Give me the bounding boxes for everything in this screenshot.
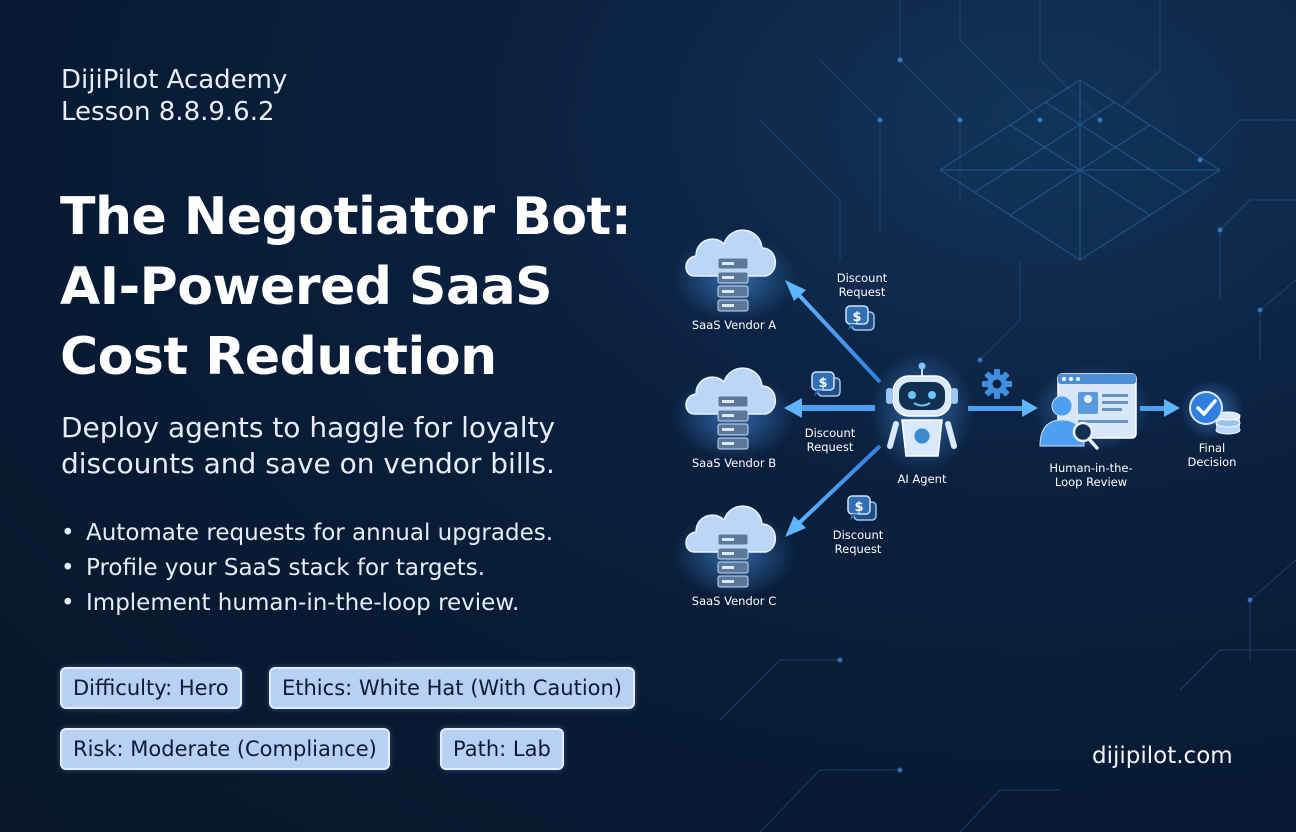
final-label-line-1: Final (1199, 441, 1226, 455)
review-node: Human-in-the- Loop Review (1032, 364, 1152, 489)
title-line-1: The Negotiator Bot: (60, 187, 632, 247)
vendor-a-node: SaaS Vendor A (671, 229, 797, 332)
vendor-c-label: SaaS Vendor C (692, 594, 776, 608)
page-title: The Negotiator Bot: AI-Powered SaaS Cost… (60, 182, 700, 392)
review-window-icon (1057, 373, 1137, 439)
academy-header: DijiPilot Academy Lesson 8.8.9.6.2 (61, 64, 287, 128)
review-label-line-2: Loop Review (1055, 475, 1127, 489)
svg-text:$: $ (852, 310, 861, 325)
arrow-to-vendor-b (784, 398, 875, 418)
subtitle-line-2: discounts and save on vendor bills. (61, 447, 555, 480)
arrow-to-decision (1140, 399, 1180, 417)
website-url: dijipilot.com (1092, 743, 1233, 769)
dollar-chat-icon: $ (811, 371, 841, 397)
arrow-to-vendor-c (785, 444, 882, 537)
vendor-b-node: SaaS Vendor B (671, 367, 797, 470)
bullet-item: Implement human-in-the-loop review. (61, 586, 553, 621)
discount-request-a: Discount Request $ (837, 271, 888, 331)
svg-text:Request: Request (835, 542, 882, 556)
vendor-c-node: SaaS Vendor C (671, 505, 797, 608)
svg-text:Request: Request (839, 285, 886, 299)
bullet-item: Profile your SaaS stack for targets. (61, 551, 553, 586)
dollar-chat-icon: $ (845, 305, 875, 331)
title-line-3: Cost Reduction (60, 327, 497, 387)
academy-name: DijiPilot Academy (61, 65, 288, 95)
svg-text:$: $ (854, 500, 863, 515)
ethics-tag: Ethics: White Hat (With Caution) (269, 667, 635, 709)
svg-text:Request: Request (807, 440, 854, 454)
svg-text:Discount: Discount (837, 271, 888, 285)
gear-icon (982, 369, 1012, 399)
subtitle: Deploy agents to haggle for loyalty disc… (61, 410, 681, 482)
title-line-2: AI-Powered SaaS (60, 257, 553, 317)
check-database-icon (1189, 391, 1241, 435)
cloud-server-icon (671, 505, 797, 599)
final-decision-node: Final Decision (1180, 380, 1244, 469)
risk-tag: Risk: Moderate (Compliance) (60, 728, 390, 770)
vendor-b-label: SaaS Vendor B (692, 456, 776, 470)
arrow-to-review (968, 399, 1038, 417)
cloud-server-icon (671, 367, 797, 461)
subtitle-line-1: Deploy agents to haggle for loyalty (61, 411, 556, 444)
person-magnifier-icon (1039, 395, 1099, 450)
bullet-list: Automate requests for annual upgrades. P… (61, 516, 553, 621)
ai-agent-node: AI Agent (870, 350, 974, 486)
ai-agent-label: AI Agent (898, 472, 947, 486)
robot-icon (886, 362, 958, 457)
review-label-line-1: Human-in-the- (1049, 461, 1132, 475)
difficulty-tag: Difficulty: Hero (60, 667, 242, 709)
dollar-chat-icon: $ (847, 495, 877, 521)
final-label-line-2: Decision (1188, 455, 1237, 469)
svg-text:$: $ (818, 376, 827, 391)
bullet-item: Automate requests for annual upgrades. (61, 516, 553, 551)
svg-text:Discount: Discount (805, 426, 856, 440)
path-tag: Path: Lab (440, 728, 564, 770)
discount-request-b: $ Discount Request (805, 371, 856, 454)
vendor-a-label: SaaS Vendor A (692, 318, 776, 332)
cloud-server-icon (671, 229, 797, 323)
svg-text:Discount: Discount (833, 528, 884, 542)
lesson-number: Lesson 8.8.9.6.2 (61, 97, 275, 127)
discount-request-c: $ Discount Request (833, 495, 884, 556)
